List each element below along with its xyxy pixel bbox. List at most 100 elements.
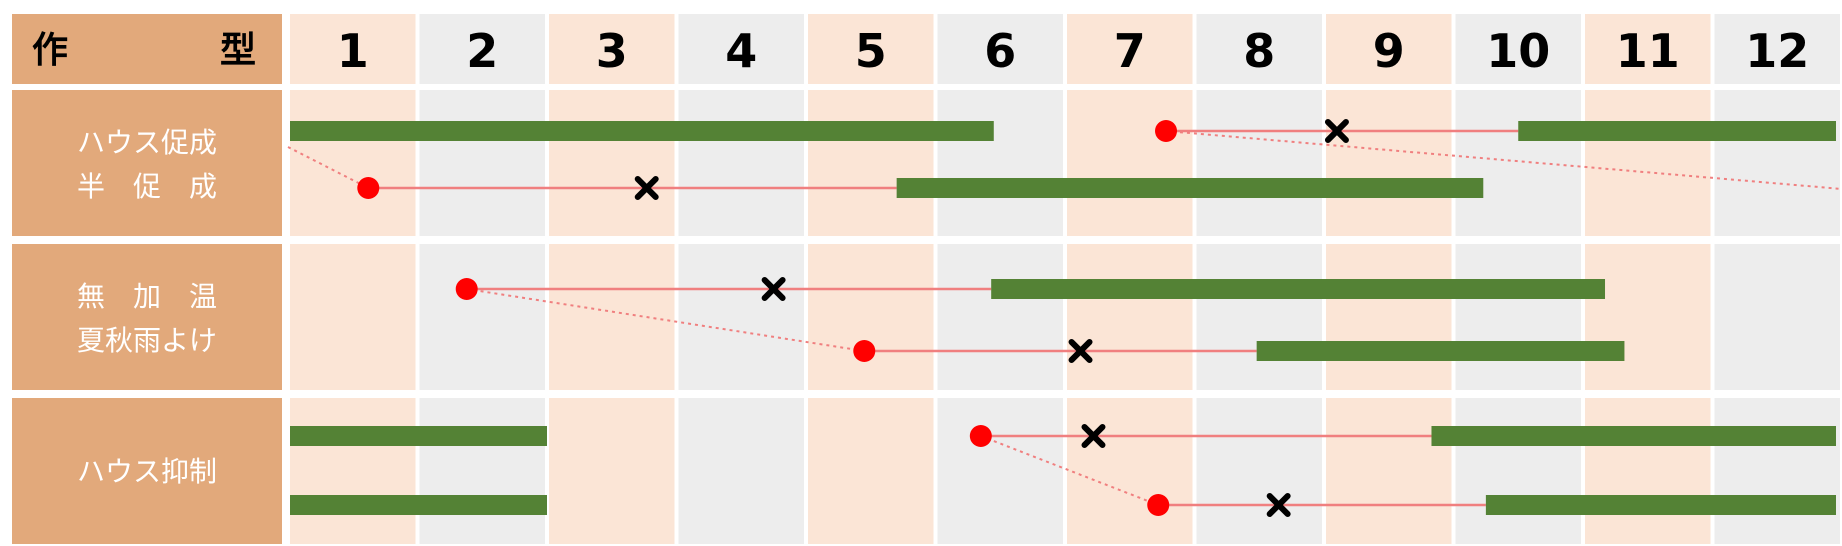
grid-cell-group-3-month-12 — [1714, 398, 1840, 544]
grid-cell-group-2-month-6 — [937, 244, 1063, 390]
group-label-3-line-1: ハウス抑制 — [77, 455, 217, 488]
month-label-11: 11 — [1616, 24, 1680, 78]
month-header-cell-7 — [1067, 14, 1193, 84]
harvest-bar-row-5-1 — [290, 426, 547, 446]
month-header-cell-6 — [937, 14, 1063, 84]
group-label-1-line-2: 半 促 成 — [77, 170, 217, 203]
background-grid — [290, 90, 1840, 544]
grid-cell-group-3-month-1 — [290, 398, 416, 544]
cross-stroke-b — [1068, 339, 1093, 363]
schedule-marks — [287, 119, 1842, 517]
planting-marker-row-6 — [1266, 493, 1291, 517]
harvest-bar-row-6-1 — [290, 495, 547, 515]
grid-cell-group-3-month-8 — [1196, 398, 1322, 544]
month-header-cell-5 — [808, 14, 934, 84]
month-header-cell-10 — [1455, 14, 1581, 84]
month-label-9: 9 — [1373, 24, 1405, 78]
harvest-bar-row-2-1 — [896, 178, 1484, 198]
grid-cell-group-2-month-4 — [678, 244, 804, 390]
planting-marker-row-3 — [761, 277, 786, 301]
harvest-bar-row-4-1 — [1256, 341, 1625, 361]
grid-cell-group-3-month-3 — [549, 398, 675, 544]
group-label-2-line-1: 無 加 温 — [77, 280, 217, 313]
month-label-10: 10 — [1486, 24, 1550, 78]
grid-cell-group-2-month-12 — [1714, 244, 1840, 390]
grid-cell-group-2-month-11 — [1585, 244, 1711, 390]
month-label-8: 8 — [1243, 24, 1275, 78]
grid-cell-group-1-month-7 — [1067, 90, 1193, 236]
grid-cell-group-1-month-4 — [678, 90, 804, 236]
grid-cell-group-3-month-6 — [937, 398, 1063, 544]
month-header-cell-8 — [1196, 14, 1322, 84]
grid-cell-group-1-month-11 — [1585, 90, 1711, 236]
group-label-cell-1 — [12, 90, 282, 236]
grid-cell-group-3-month-5 — [808, 398, 934, 544]
grid-cell-group-1-month-6 — [937, 90, 1063, 236]
sowing-marker-row-6 — [1147, 494, 1170, 516]
header-title-right: 型 — [220, 30, 256, 71]
grid-cell-group-3-month-10 — [1455, 398, 1581, 544]
month-header-cell-2 — [419, 14, 545, 84]
sowing-marker-row-4 — [853, 340, 876, 362]
grid-cell-group-2-month-9 — [1326, 244, 1452, 390]
harvest-bar-row-1-2 — [1518, 121, 1836, 141]
month-header-cell-12 — [1714, 14, 1840, 84]
grid-cell-group-1-month-9 — [1326, 90, 1452, 236]
grid-cell-group-1-month-10 — [1455, 90, 1581, 236]
month-label-12: 12 — [1745, 24, 1809, 78]
grid-cell-group-3-month-7 — [1067, 398, 1193, 544]
harvest-bar-row-1-1 — [290, 121, 994, 141]
grid-cell-group-1-month-3 — [549, 90, 675, 236]
grid-cell-group-3-month-9 — [1326, 398, 1452, 544]
grid-cell-group-2-month-8 — [1196, 244, 1322, 390]
cross-stroke-b — [1266, 493, 1291, 517]
grid-cell-group-1-month-2 — [419, 90, 545, 236]
month-label-5: 5 — [855, 24, 887, 78]
sowing-marker-row-2 — [357, 177, 380, 199]
cross-stroke-b — [1081, 424, 1106, 448]
planting-marker-row-2 — [634, 176, 659, 200]
group-label-1-line-1: ハウス促成 — [77, 126, 217, 159]
month-header-cell-11 — [1585, 14, 1711, 84]
grid-cell-group-3-month-11 — [1585, 398, 1711, 544]
planting-marker-row-4 — [1068, 339, 1093, 363]
grid-cell-group-2-month-7 — [1067, 244, 1193, 390]
harvest-bar-row-6-2 — [1485, 495, 1836, 515]
planting-marker-row-1 — [1324, 119, 1349, 143]
cross-stroke-b — [761, 277, 786, 301]
grid-cell-group-3-month-4 — [678, 398, 804, 544]
dotted-connector-row-2 — [287, 146, 369, 189]
group-label-2-line-2: 夏秋雨よけ — [77, 324, 217, 357]
month-label-3: 3 — [596, 24, 628, 78]
grid-cell-group-2-month-3 — [549, 244, 675, 390]
header-cell — [12, 14, 282, 84]
month-label-4: 4 — [725, 24, 757, 78]
month-label-7: 7 — [1114, 24, 1146, 78]
month-label-1: 1 — [337, 24, 369, 78]
month-header-cell-4 — [678, 14, 804, 84]
month-header-cell-3 — [549, 14, 675, 84]
month-header-cell-1 — [290, 14, 416, 84]
cross-stroke-b — [634, 176, 659, 200]
grid-cell-group-1-month-5 — [808, 90, 934, 236]
group-label-cell-2 — [12, 244, 282, 390]
grid-cell-group-3-month-2 — [419, 398, 545, 544]
grid-cell-group-2-month-10 — [1455, 244, 1581, 390]
sowing-marker-row-1 — [1155, 120, 1178, 142]
grid-cell-group-1-month-8 — [1196, 90, 1322, 236]
planting-marker-row-5 — [1081, 424, 1106, 448]
cross-stroke-b — [1324, 119, 1349, 143]
harvest-bar-row-5-2 — [1431, 426, 1836, 446]
dotted-connector-row-1 — [1165, 130, 1842, 190]
group-label-cell-3 — [12, 398, 282, 544]
header-title-left: 作 — [32, 30, 68, 71]
grid-cell-group-1-month-12 — [1714, 90, 1840, 236]
month-label-2: 2 — [466, 24, 498, 78]
harvest-bar-row-3-1 — [991, 279, 1606, 299]
grid-cell-group-2-month-1 — [290, 244, 416, 390]
grid-cell-group-1-month-1 — [290, 90, 416, 236]
grid-cell-group-2-month-2 — [419, 244, 545, 390]
sowing-marker-row-3 — [455, 278, 478, 300]
